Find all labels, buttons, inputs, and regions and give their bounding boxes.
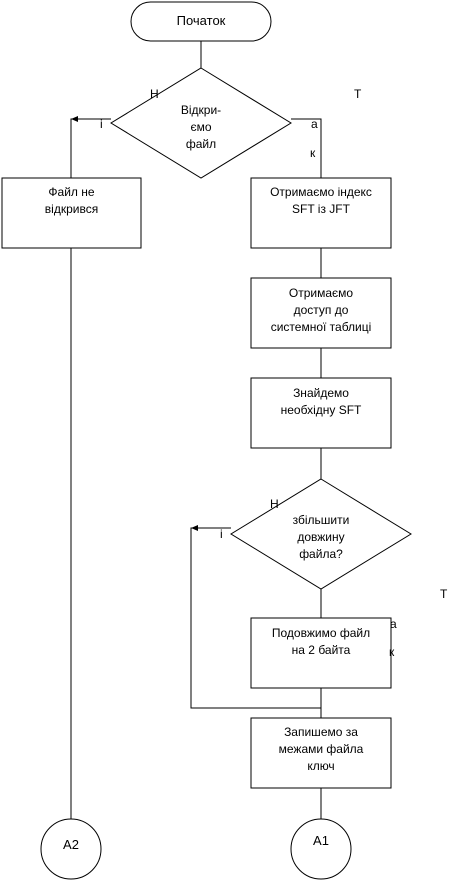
branch-yes-label-part2: а	[390, 617, 397, 631]
file-not-opened-text: Файл не відкрився	[2, 184, 141, 218]
branch-yes-label-part1: Т	[440, 587, 448, 601]
question-line: збільшити	[292, 513, 350, 527]
file-not-opened-box	[1, 177, 142, 249]
extend-file-text: Подовжимо файл на 2 байта	[251, 625, 391, 659]
box-line: Отримаємо	[288, 286, 354, 300]
question-line: ємо	[190, 120, 212, 134]
box-line: Подовжимо файл	[271, 626, 371, 640]
box-line: Знайдемо	[293, 386, 349, 400]
box-line: доступ до	[293, 303, 349, 317]
open-file-question: Відкри- ємо файл	[151, 102, 251, 153]
flow-line-yes-open	[291, 118, 322, 178]
branch-yes-label-part3: к	[389, 645, 395, 659]
box-line: на 2 байта	[291, 643, 351, 657]
box-line: межами файла	[278, 742, 364, 756]
grow-file-question: збільшити довжину файла?	[266, 512, 376, 563]
box-line: відкрився	[44, 202, 99, 216]
connector-a2-label: А2	[63, 837, 79, 852]
arrowhead-no-grow	[191, 525, 198, 531]
branch-no-label-part2: і	[220, 527, 223, 541]
box-line: SFT із JFT	[292, 202, 350, 216]
question-line: файл	[185, 137, 217, 151]
extend-file-box	[250, 617, 392, 689]
question-line: довжину	[297, 530, 345, 544]
get-system-table-access-box	[250, 277, 392, 349]
get-system-table-access-text: Отримаємо доступ до системної таблиці	[251, 285, 391, 336]
flow-line-no-grow-loop	[190, 527, 321, 709]
open-file-decision	[110, 67, 292, 179]
write-key-box	[250, 717, 392, 789]
box-line: Файл не	[48, 185, 95, 199]
arrowhead-no-open	[71, 116, 78, 122]
box-line: ключ	[307, 759, 335, 773]
box-line: системної таблиці	[270, 320, 372, 334]
connector-a1-label: А1	[313, 833, 329, 848]
box-line: Отримаємо індекс	[270, 185, 372, 199]
branch-no-label-part1: Н	[270, 497, 279, 511]
box-line: Запишемо за	[284, 725, 358, 739]
start-label: Початок	[176, 13, 226, 28]
branch-yes-label-part2: а	[311, 117, 318, 131]
box-line: необхідну SFT	[280, 403, 362, 417]
connector-a1	[290, 818, 352, 880]
find-sft-text: Знайдемо необхідну SFT	[251, 385, 391, 419]
write-key-text: Запишемо за межами файла ключ	[251, 724, 391, 775]
branch-yes-label-part3: к	[310, 146, 316, 160]
branch-no-label-part2: і	[100, 117, 103, 131]
flow-line-no-open	[70, 118, 111, 178]
branch-no-label-part1: Н	[150, 87, 159, 101]
branch-yes-label-part1: Т	[354, 87, 362, 101]
get-sft-index-text: Отримаємо індекс SFT із JFT	[251, 184, 391, 218]
question-line: Відкри-	[180, 103, 222, 117]
question-line: файла?	[299, 547, 343, 561]
